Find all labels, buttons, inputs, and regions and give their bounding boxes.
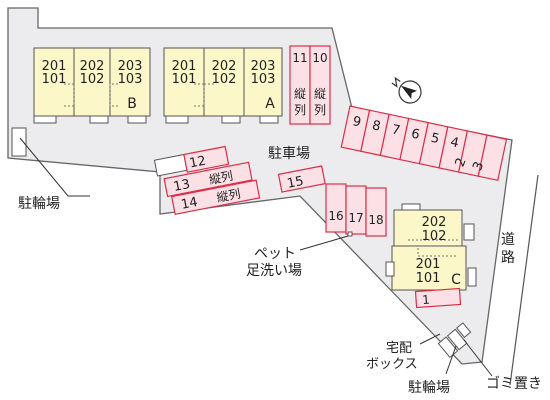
pet-wash-label-2: 足洗い場 [246, 263, 302, 279]
space-14-label: 縦列 [215, 187, 241, 205]
a-unit1-top: 201 [172, 59, 197, 74]
space-18: 18 [368, 213, 383, 227]
b-unit1-top: 201 [42, 59, 67, 74]
building-b: 201 101 202 102 203 103 B [33, 47, 151, 124]
bike-parking-left-label: 駐輪場 [18, 195, 60, 212]
garbage-label: ゴミ置き [486, 375, 542, 392]
c-lower-top: 201 [416, 257, 441, 272]
space-4: 4 [449, 135, 460, 151]
bottom-facilities [437, 322, 472, 359]
road-edge [509, 174, 539, 386]
road-label-1: 道 [501, 232, 515, 248]
delivery-leader [419, 333, 441, 345]
space-11: 11 [292, 51, 307, 65]
a-unit2-bottom: 102 [212, 72, 237, 87]
garbage-leader [463, 339, 493, 377]
building-a-name: A [265, 96, 275, 112]
b-unit3-top: 203 [118, 59, 143, 74]
b-unit3-bottom: 103 [118, 72, 143, 87]
road-label-2: 路 [501, 250, 515, 266]
parking-lot-label: 駐車場 [268, 145, 310, 162]
building-b-name: B [127, 96, 137, 112]
pet-wash-label-1: ペット [254, 246, 296, 262]
bike-left-leader [19, 137, 90, 197]
delivery-label-1: 宅配 [386, 341, 412, 356]
space-10-label-1: 縦 [314, 87, 326, 101]
space-11-label-1: 縦 [294, 87, 306, 101]
pet-wash-marker [347, 231, 353, 237]
a-unit1-bottom: 101 [172, 72, 197, 87]
svg-text:15: 15 [286, 174, 305, 192]
space-10: 10 [312, 51, 327, 65]
space-17: 17 [348, 211, 363, 225]
space-13-label: 縦列 [208, 169, 234, 187]
building-c-name: C [451, 272, 461, 288]
space-11-label-2: 列 [294, 103, 306, 117]
pet-wash-leader [299, 235, 349, 251]
svg-text:1: 1 [422, 293, 431, 307]
parking-mid-row: 16 17 18 [325, 183, 387, 237]
north-arrow-icon [391, 76, 422, 104]
space-10-label-2: 列 [314, 103, 326, 117]
c-lower-bottom: 101 [416, 271, 441, 286]
space-16: 16 [328, 209, 343, 223]
parking-space-1: 1 [414, 287, 462, 309]
delivery-label-2: ボックス [366, 357, 418, 372]
space-7: 7 [390, 122, 401, 138]
parking-vertical-pair: 11 10 縦 列 縦 列 [289, 45, 331, 125]
bike-parking-left [11, 127, 27, 157]
parking-left-group: 12 13 縦列 14 縦列 [153, 145, 261, 215]
space-6: 6 [410, 127, 421, 143]
space-14: 14 [180, 195, 199, 213]
space-12: 12 [188, 154, 207, 172]
building-c: 202 102 201 101 C [385, 203, 477, 291]
space-9: 9 [351, 114, 362, 130]
space-8: 8 [371, 118, 382, 134]
b-unit2-top: 202 [80, 59, 105, 74]
space-5: 5 [429, 131, 440, 147]
c-upper-top: 202 [422, 215, 447, 230]
parking-space-15: 15 [277, 165, 326, 193]
a-unit3-top: 203 [251, 59, 276, 74]
space-13: 13 [172, 177, 191, 195]
parking-top-row: 9 8 7 6 5 4 2 3 [340, 105, 508, 182]
b-unit2-bottom: 102 [80, 72, 105, 87]
bike-bottom-label: 駐輪場 [408, 379, 450, 396]
bike-bottom-leader [445, 345, 457, 375]
b-unit1-bottom: 101 [42, 72, 67, 87]
a-unit2-top: 202 [212, 59, 237, 74]
c-upper-bottom: 102 [422, 229, 447, 244]
building-a: 201 101 202 102 203 103 A [163, 47, 283, 124]
a-unit3-bottom: 103 [251, 72, 276, 87]
